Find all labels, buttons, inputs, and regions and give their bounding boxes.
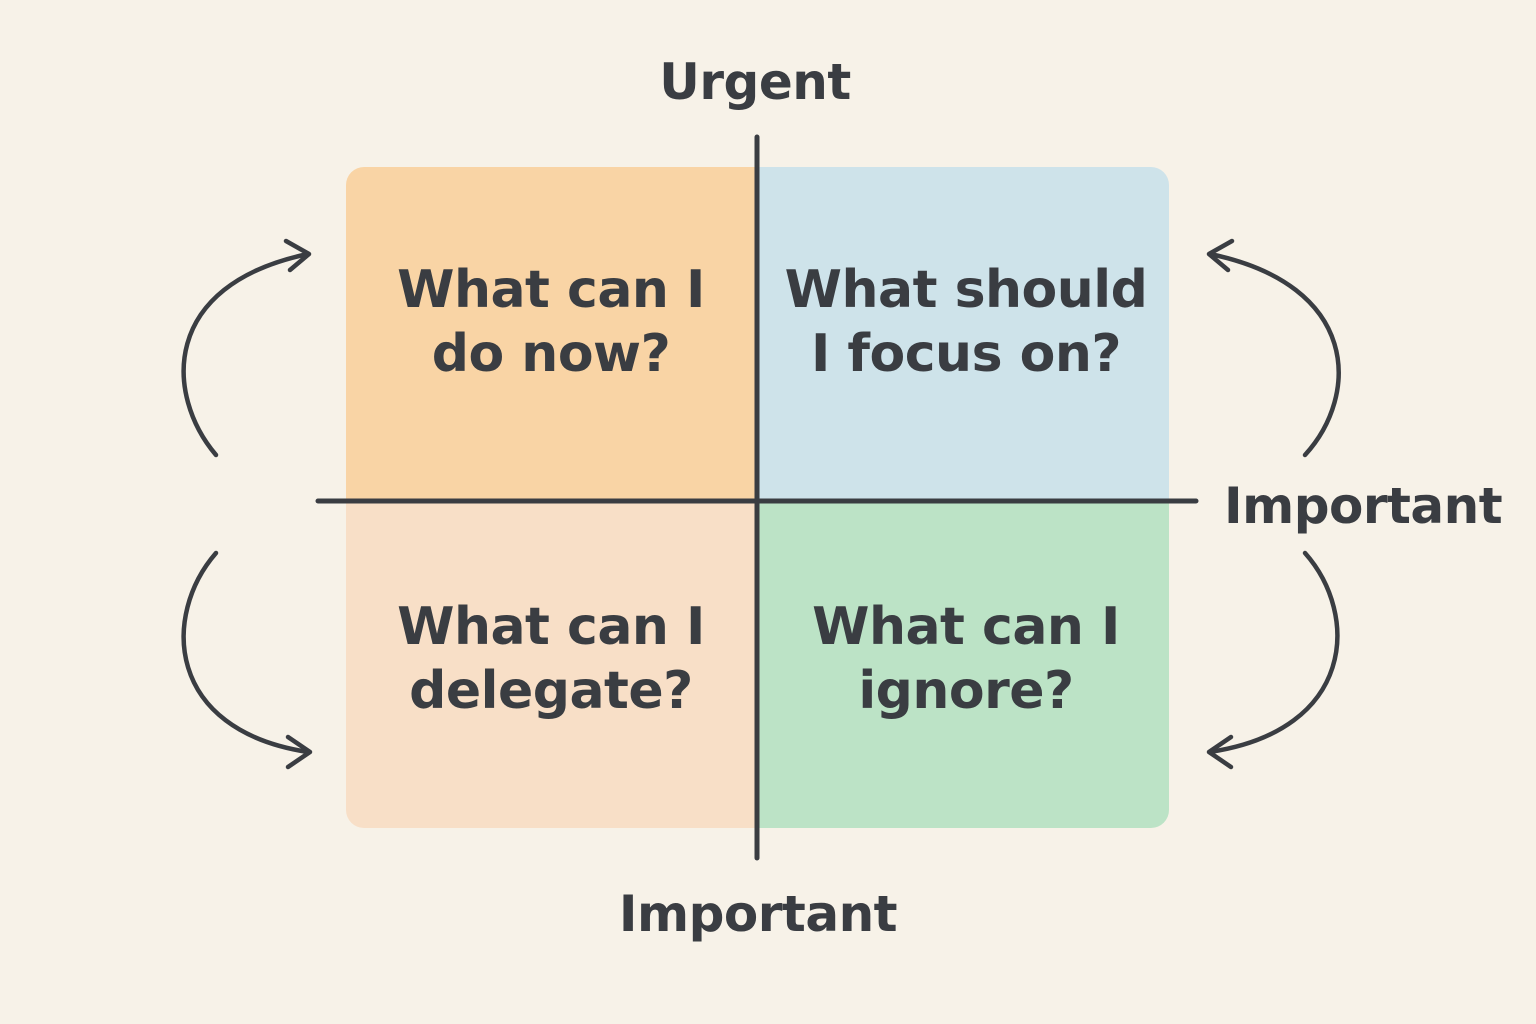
quadrant-top-left [346, 167, 756, 500]
quadrant-top-left-text: What can I do now? [397, 260, 705, 384]
axis-label-important-right: Important [1224, 477, 1503, 535]
curved-arrow-icon [1206, 238, 1341, 458]
curved-arrow-icon [181, 238, 312, 458]
curved-arrow-icon [1206, 550, 1340, 770]
quadrant-top-right [756, 167, 1169, 500]
quadrant-bottom-left [346, 500, 756, 828]
axis-label-important-bottom: Important [618, 885, 898, 943]
quadrant-top-right-text: What should I focus on? [784, 260, 1148, 384]
axis-label-urgent: Urgent [659, 53, 851, 111]
quadrant-bottom-left-text: What can I delegate? [397, 597, 705, 721]
curved-arrow-icon [181, 550, 313, 770]
quadrant-bottom-right-text: What can I ignore? [812, 597, 1120, 721]
quadrant-bottom-right [756, 500, 1169, 828]
